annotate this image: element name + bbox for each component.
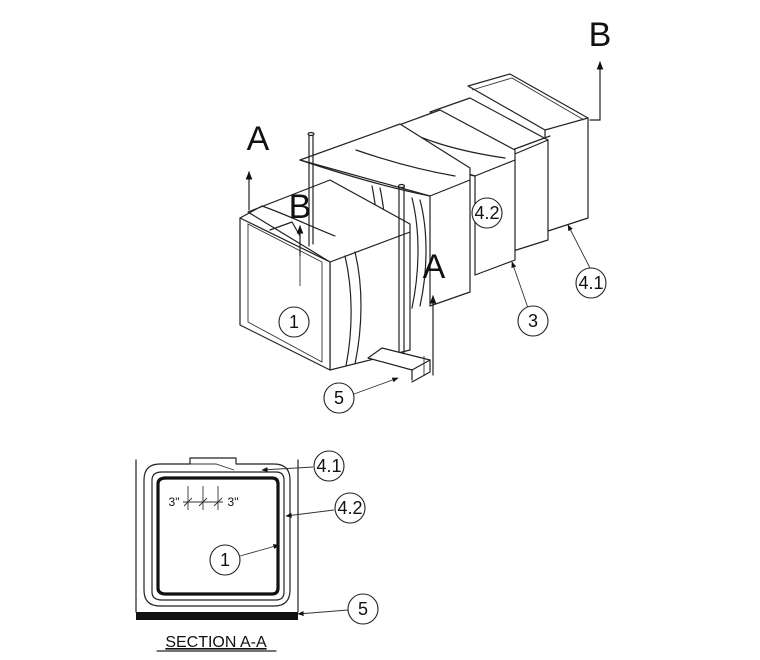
section-callout-outer-wrap-label: 4.1 — [316, 456, 341, 476]
duct-outline — [156, 476, 280, 596]
callout-support: 5 — [323, 377, 399, 414]
callout-joint-label: 3 — [528, 311, 538, 331]
outer-wrap-outline — [143, 457, 291, 607]
section-callout-support: 5 — [297, 593, 379, 625]
section-callout-support-label: 5 — [358, 599, 368, 619]
callout-outer-wrap: 4.1 — [567, 224, 607, 299]
inner-wrap-outline — [151, 471, 285, 601]
section-callout-inner-wrap: 4.2 — [285, 492, 366, 524]
support-rods — [307, 131, 406, 361]
callout-inner-wrap: 4.2 — [471, 197, 503, 229]
section-callout-duct: 1 — [209, 544, 280, 576]
dimension-right: 3" — [228, 495, 239, 509]
section-cut-a-right: A — [423, 248, 446, 376]
section-callout-outer-wrap: 4.1 — [261, 450, 345, 482]
section-marker-b-front: B — [289, 188, 312, 226]
section-title: SECTION A-A — [165, 634, 267, 651]
callout-duct-label: 1 — [289, 312, 299, 332]
support-bracket — [367, 347, 431, 383]
section-detail: 3" 3" 4.1 4.2 1 5 SECTION A-A — [135, 450, 379, 652]
dimension-left: 3" — [169, 495, 180, 509]
fastener-spacing-dimension: 3" 3" — [169, 486, 239, 510]
section-cut-b-front: B — [289, 188, 312, 286]
section-callout-duct-label: 1 — [220, 550, 230, 570]
section-callout-inner-wrap-label: 4.2 — [337, 498, 362, 518]
callout-joint: 3 — [511, 261, 549, 337]
section-cut-b-top: B — [589, 16, 612, 121]
overlap-flap — [190, 463, 235, 471]
callout-support-label: 5 — [334, 388, 344, 408]
section-marker-b-top: B — [589, 16, 612, 54]
support-channel — [136, 612, 298, 620]
isometric-duct-view: A A B B 1 4.2 — [239, 16, 612, 414]
duct-end-collar — [467, 73, 589, 233]
callout-duct: 1 — [278, 306, 310, 338]
section-marker-a-left: A — [247, 120, 270, 158]
callout-inner-wrap-label: 4.2 — [474, 203, 499, 223]
section-cut-a-left: A — [245, 120, 270, 211]
section-marker-a-right: A — [423, 248, 446, 286]
callout-outer-wrap-label: 4.1 — [578, 273, 603, 293]
